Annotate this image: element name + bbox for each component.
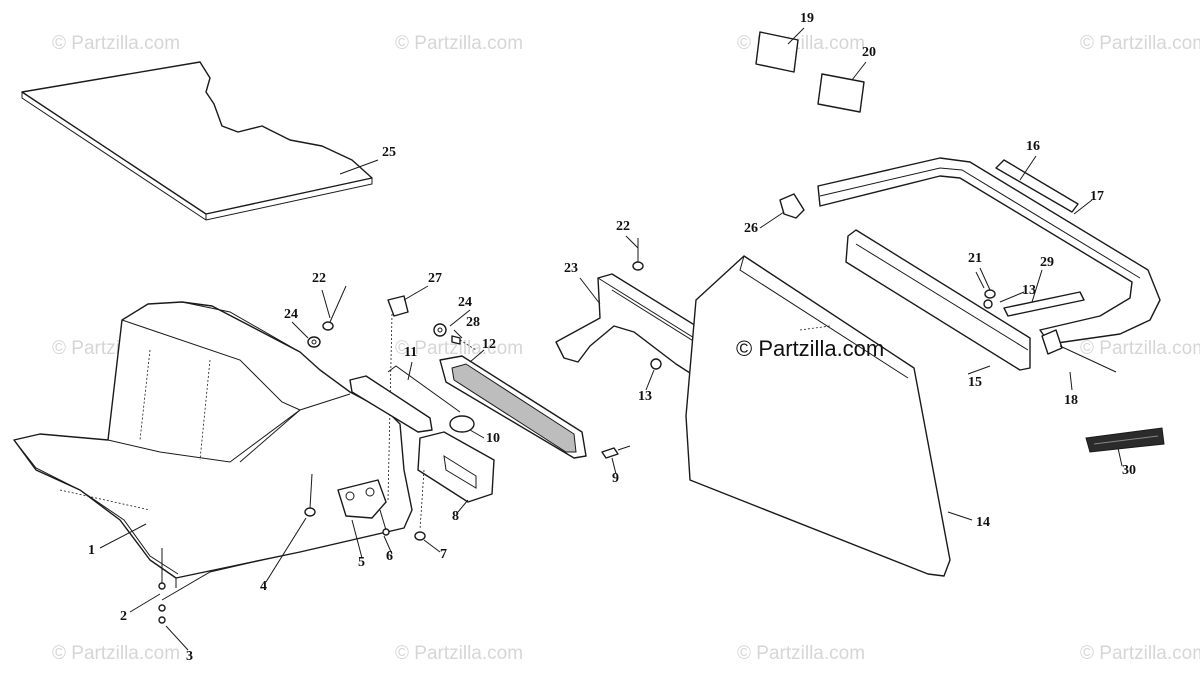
watermark: © Partzilla.com — [1080, 643, 1200, 664]
callout-12: 12 — [482, 337, 496, 352]
part-20-decal — [817, 73, 865, 113]
callout-11: 11 — [404, 345, 418, 360]
part-26-clip — [779, 193, 805, 219]
callout-28: 28 — [466, 315, 480, 330]
part-13-nut-right — [983, 299, 993, 309]
part-19-decal — [755, 31, 799, 73]
part-10-knob — [449, 415, 475, 433]
leader-lines — [99, 27, 1123, 651]
part-11-frame — [349, 365, 461, 433]
callout-29: 29 — [1040, 255, 1054, 270]
part-12-grille — [439, 355, 587, 459]
callout-24-right: 24 — [458, 295, 472, 310]
callout-13: 13 — [638, 389, 652, 404]
watermark: © Partzilla.com — [737, 643, 866, 664]
callout-16: 16 — [1026, 139, 1040, 154]
callout-5: 5 — [358, 555, 365, 570]
watermark: © Partzilla.com — [395, 338, 524, 359]
callout-22-right: 22 — [616, 219, 630, 234]
watermark: © Partzilla.com — [52, 33, 181, 54]
part-15-rail — [845, 229, 1031, 371]
part-21-stud — [979, 267, 996, 299]
watermark: © Partzilla.com — [395, 643, 524, 664]
callout-4: 4 — [260, 579, 267, 594]
part-8-plate — [417, 431, 495, 503]
part-28-bolt — [451, 335, 477, 351]
callout-3: 3 — [186, 649, 193, 664]
callout-23: 23 — [564, 261, 578, 276]
part-24-grommet-right — [433, 323, 447, 337]
callout-26: 26 — [744, 221, 758, 236]
callout-17: 17 — [1090, 189, 1104, 204]
callout-27: 27 — [428, 271, 442, 286]
part-22-stud-right — [632, 238, 644, 271]
callout-2: 2 — [120, 609, 127, 624]
callout-22: 22 — [312, 271, 326, 286]
part-14-panel — [685, 255, 951, 577]
callout-30: 30 — [1122, 463, 1136, 478]
center-watermark: © Partzilla.com — [736, 336, 885, 361]
callout-1: 1 — [88, 543, 95, 558]
part-30-strip — [1085, 427, 1165, 453]
part-4-stud — [304, 473, 316, 517]
watermark: © Partzilla.com — [52, 643, 181, 664]
part-6-screw — [379, 509, 390, 536]
callout-10: 10 — [486, 431, 500, 446]
part-2-3-cable — [158, 548, 263, 624]
callout-9: 9 — [612, 471, 619, 486]
callout-15: 15 — [968, 375, 982, 390]
callout-8: 8 — [452, 509, 459, 524]
callout-25: 25 — [382, 145, 396, 160]
part-22-stud-left — [322, 285, 347, 331]
part-24-grommet-left — [307, 336, 321, 348]
part-25-panel — [21, 61, 373, 221]
part-9-bolt — [601, 445, 631, 459]
part-16-strip — [995, 159, 1079, 213]
watermark: © Partzilla.com — [395, 33, 524, 54]
callout-6: 6 — [386, 549, 393, 564]
watermark: © Partzilla.com — [1080, 338, 1200, 359]
part-5-bracket — [337, 479, 387, 519]
callout-7: 7 — [440, 547, 447, 562]
callout-14: 14 — [976, 515, 990, 530]
part-18-rod — [1041, 329, 1117, 373]
callout-19: 19 — [800, 11, 814, 26]
part-29-bar — [1003, 291, 1085, 317]
watermark: © Partzilla.com — [1080, 33, 1200, 54]
part-13-nut — [650, 358, 662, 370]
callout-13-right: 13 — [1022, 283, 1036, 298]
callout-21: 21 — [968, 251, 982, 266]
part-7-stud — [414, 469, 426, 541]
callout-18: 18 — [1064, 393, 1078, 408]
callout-20: 20 — [862, 45, 876, 60]
part-1-hood — [13, 301, 413, 588]
callout-24: 24 — [284, 307, 298, 322]
